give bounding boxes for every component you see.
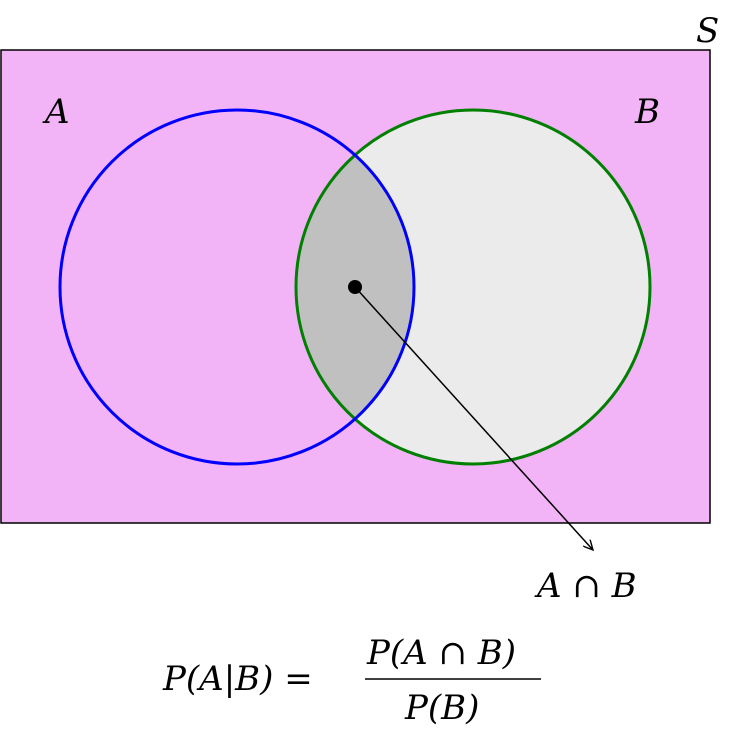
set-b-circle xyxy=(294,108,652,466)
intersection-region xyxy=(296,110,414,464)
formula-denominator: P(B) xyxy=(404,688,479,728)
set-a-label: A xyxy=(42,92,70,132)
set-a-circle xyxy=(58,108,416,466)
intersection-arrow xyxy=(354,286,593,550)
sample-space-label: S xyxy=(696,11,719,51)
formula-lhs: P(A|B) = xyxy=(162,659,313,699)
formula-numerator: P(A ∩ B) xyxy=(366,633,516,673)
intersection-label: A ∩ B xyxy=(534,566,637,606)
set-b-label: B xyxy=(634,92,660,132)
